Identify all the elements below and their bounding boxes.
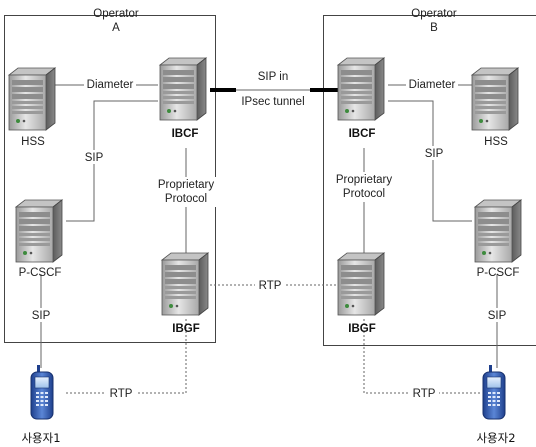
ibcf-a-label: IBCF [172,128,199,140]
operator-a-title-line1: Operator [93,8,139,20]
link-a-ibcf-pcscf-sip [66,100,158,222]
operator-b-title-line2: B [430,22,438,34]
pcscf-b-server-icon [474,199,522,263]
rtp-middle-label: RTP [259,280,282,292]
ibcf-a-server-icon [159,57,207,121]
sip-b-label: SIP [425,148,444,160]
proprietary-b-label-line2: Protocol [343,188,385,200]
pcscf-b-label: P-CSCF [477,267,520,279]
ibcf-b-server-icon [337,57,385,121]
hss-a-server-icon [8,67,56,131]
proprietary-a-label-line1: Proprietary [158,179,214,191]
link-a-user-rtp [64,319,187,394]
operator-a-title-line2: A [112,22,120,34]
user2-phone-icon [482,364,506,420]
hss-b-server-icon [471,67,519,131]
user1-rtp-label: RTP [110,388,133,400]
ibgf-a-label: IBGF [172,323,199,335]
user2-rtp-label: RTP [413,388,436,400]
ibgf-b-label: IBGF [348,323,375,335]
user1-sip-label: SIP [32,310,51,322]
user1-phone-icon [30,364,54,420]
tunnel-label-line2: IPsec tunnel [241,96,304,108]
ibgf-b-server-icon [337,252,385,316]
user2-sip-label: SIP [488,310,507,322]
diameter-b-label: Diameter [409,79,456,91]
user1-label: 사용자1 [21,431,60,445]
link-b-ibcf-pcscf-sip [388,100,472,222]
pcscf-a-server-icon [15,199,63,263]
proprietary-b-label-line1: Proprietary [336,174,392,186]
tunnel-label-line1: SIP in [258,71,288,83]
ibcf-b-label: IBCF [349,128,376,140]
proprietary-a-label-line2: Protocol [165,193,207,205]
operator-b-title-line1: Operator [411,8,457,20]
hss-a-label: HSS [21,136,45,148]
user2-label: 사용자2 [476,431,515,445]
sip-a-label: SIP [85,152,104,164]
link-b-user-rtp [363,319,482,394]
pcscf-a-label: P-CSCF [19,267,62,279]
ibgf-a-server-icon [161,252,209,316]
operator-b-box [323,15,536,346]
hss-b-label: HSS [484,136,508,148]
diameter-a-label: Diameter [87,79,134,91]
